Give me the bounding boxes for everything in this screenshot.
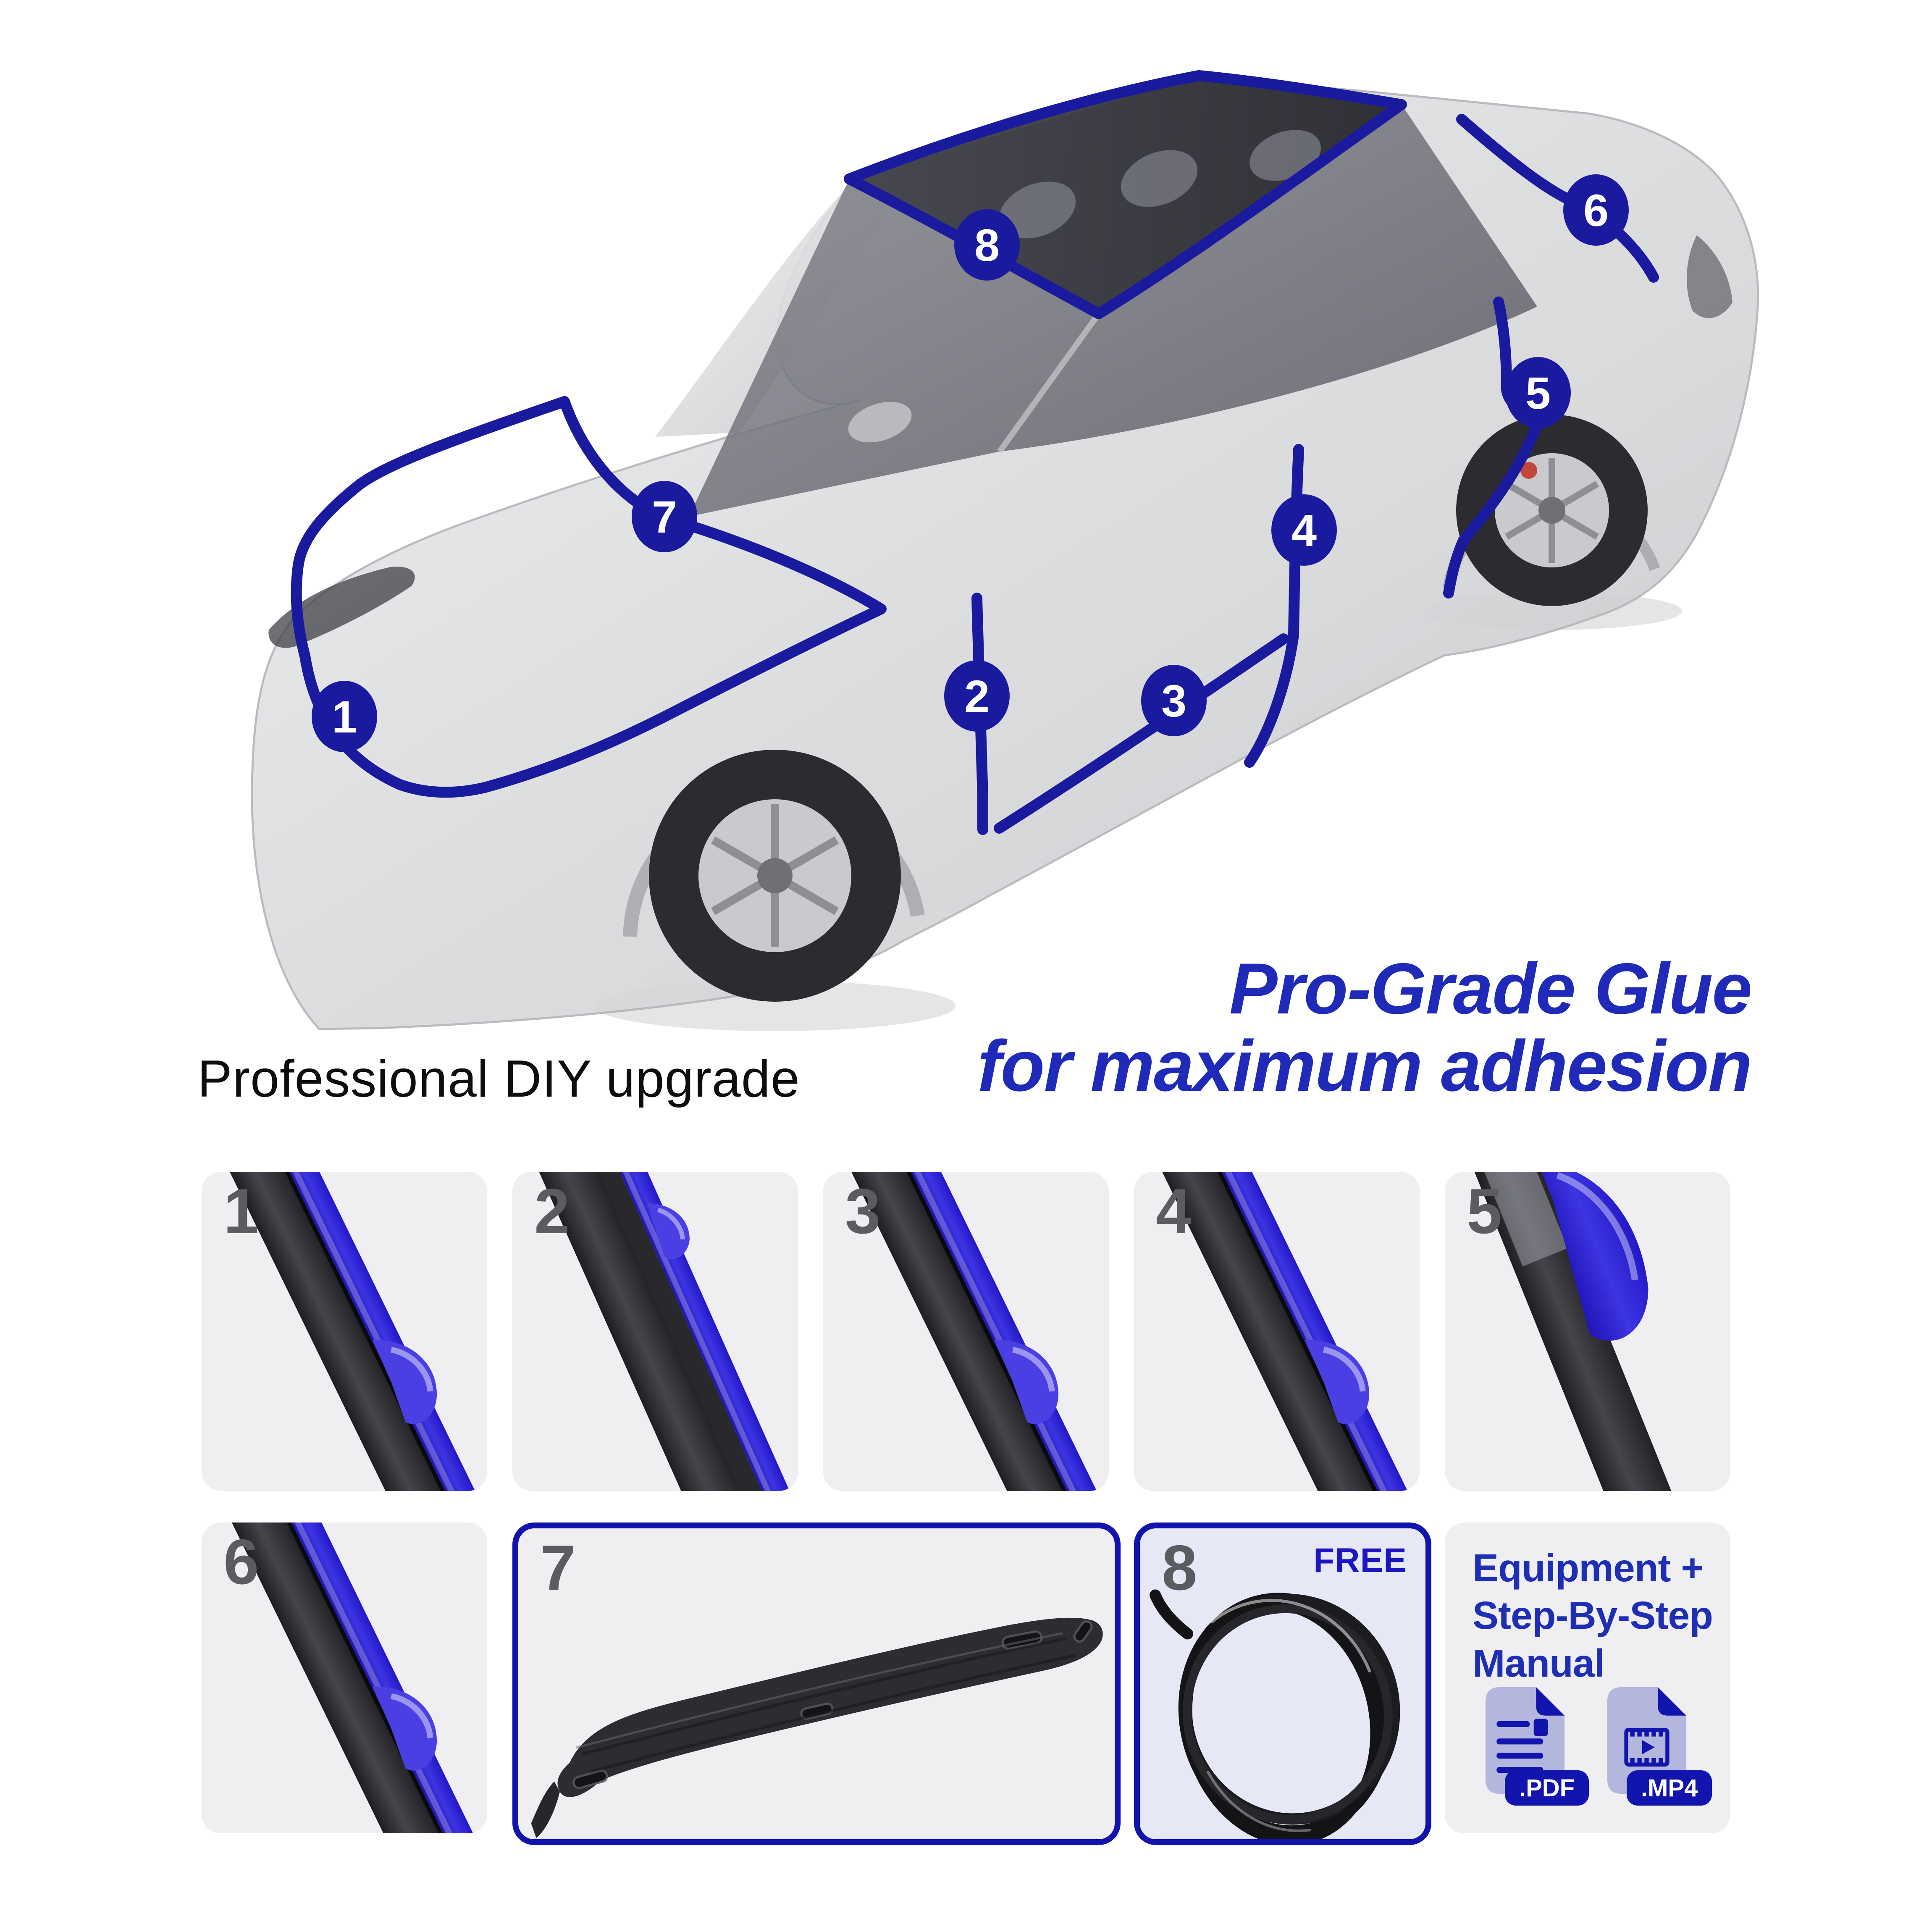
badge-3: 3	[1141, 665, 1207, 736]
svg-text:6: 6	[1583, 185, 1609, 236]
equipment-line1: Equipment +	[1473, 1546, 1704, 1590]
seal-tile-8: 8 FREE	[1134, 1522, 1431, 1845]
seal-route-frunk	[291, 396, 887, 798]
badge-2: 2	[944, 660, 1010, 732]
seal-tile-1: 1	[202, 1172, 487, 1491]
seal-tile-3: 3	[823, 1172, 1109, 1491]
tile-number: 3	[845, 1176, 881, 1247]
seal-coil-icon	[1150, 1589, 1400, 1839]
seal-profile-d-icon	[203, 1522, 483, 1833]
pdf-file-icon	[1485, 1687, 1565, 1794]
seal-profile-d-icon	[202, 1172, 483, 1491]
svg-text:4: 4	[1292, 505, 1317, 556]
side-mirror	[848, 402, 912, 443]
seal-route-rear-quarter	[1443, 297, 1544, 598]
interior-seats	[999, 130, 1321, 239]
svg-text:1: 1	[332, 691, 357, 742]
seal-profile-d-icon	[823, 1172, 1104, 1491]
front-wheel	[649, 750, 901, 1002]
svg-text:2: 2	[964, 671, 990, 722]
seal-tile-5: 5	[1445, 1172, 1730, 1491]
glue-heading: Pro-Grade Glue for maximum adhesion	[977, 948, 1752, 1107]
equipment-line3: Manual	[1473, 1641, 1605, 1685]
mp4-badge: .MP4	[1627, 1770, 1712, 1806]
b-pillar	[997, 312, 1101, 454]
seal-tile-7: 7	[512, 1522, 1121, 1845]
seal-tile-6: 6	[202, 1522, 487, 1833]
svg-text:8: 8	[974, 220, 1000, 270]
seal-profile-bulb-icon	[1448, 1172, 1684, 1491]
svg-text:3: 3	[1161, 675, 1186, 726]
left-caption: Professional DIY upgrade	[197, 1050, 800, 1108]
badge-7: 7	[632, 481, 697, 552]
badge-5: 5	[1505, 357, 1571, 428]
equipment-tile: Equipment + Step-By-Step Manual	[1445, 1522, 1730, 1833]
svg-text:5: 5	[1525, 368, 1551, 418]
tile-number: 7	[540, 1532, 576, 1604]
badge-6: 6	[1563, 174, 1629, 246]
badge-8: 8	[954, 209, 1020, 281]
seal-route-sunroof	[844, 70, 1407, 319]
car-seal-diagram: 1 2 3 4 5 6 7	[251, 70, 1759, 1031]
rear-wheel	[1456, 415, 1648, 606]
mp4-file-icon	[1607, 1687, 1687, 1794]
seal-profile-z-icon	[512, 1172, 798, 1491]
tile-number: 1	[223, 1176, 259, 1247]
trunk-seal-icon	[531, 1617, 1103, 1838]
tile-number: 8	[1162, 1532, 1197, 1604]
film-strip-icon	[1624, 1727, 1670, 1767]
badge-4: 4	[1271, 494, 1337, 566]
tile-number: 5	[1467, 1176, 1502, 1247]
pdf-badge: .PDF	[1505, 1770, 1589, 1806]
seal-tile-2: 2	[512, 1172, 798, 1491]
equipment-text: Equipment + Step-By-Step Manual	[1473, 1544, 1713, 1687]
tile-number: 4	[1156, 1176, 1192, 1247]
glue-heading-line2: for maximum adhesion	[977, 1026, 1752, 1107]
tile-number: 2	[534, 1176, 570, 1247]
glue-heading-line1: Pro-Grade Glue	[1229, 948, 1752, 1029]
svg-text:7: 7	[652, 491, 677, 542]
seal-profile-d-icon	[1134, 1172, 1415, 1491]
tile-number: 6	[223, 1526, 259, 1598]
equipment-line2: Step-By-Step	[1473, 1593, 1713, 1638]
badge-1: 1	[312, 681, 377, 752]
seal-tile-4: 4	[1134, 1172, 1420, 1491]
seal-route-rocker	[994, 633, 1289, 834]
free-badge: FREE	[1313, 1541, 1407, 1580]
taillight	[1687, 235, 1732, 318]
headlight	[268, 567, 415, 648]
